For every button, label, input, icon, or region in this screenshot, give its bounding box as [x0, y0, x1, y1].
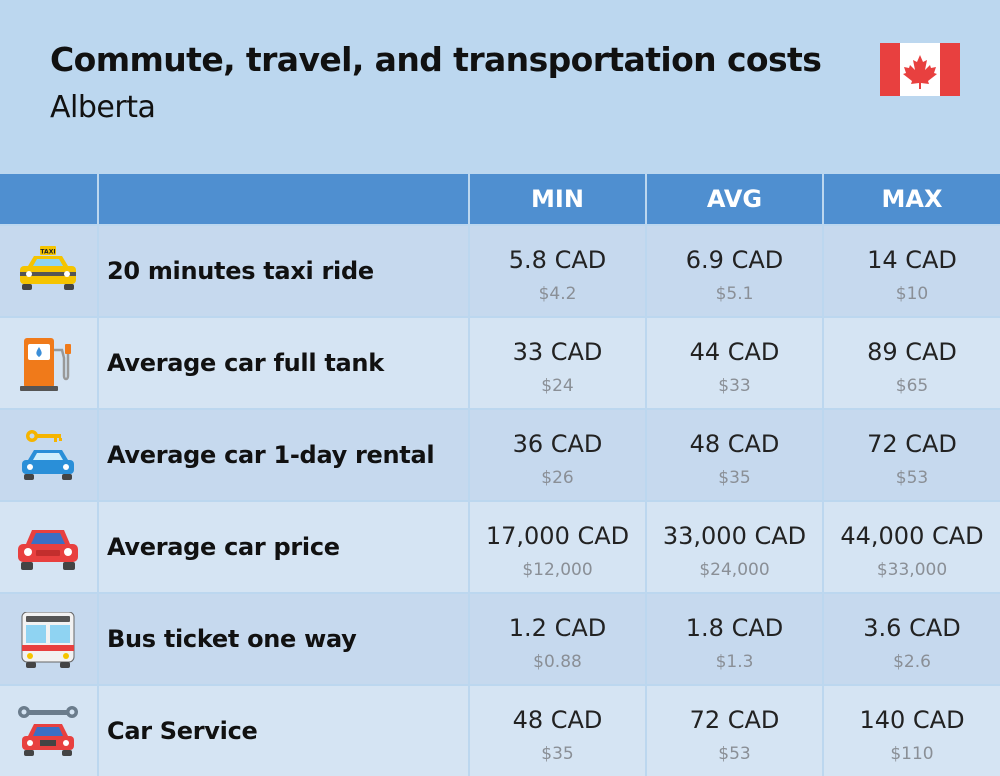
car-rental-key-icon [22, 430, 74, 480]
header-icon-cell [0, 174, 97, 224]
fuel-pump-icon [20, 338, 71, 391]
avg-value: 33,000 CAD [662, 522, 807, 550]
avg-value: 48 CAD [689, 430, 780, 458]
min-usd: $4.2 [538, 284, 577, 304]
min-value: 5.8 CAD [508, 246, 607, 274]
row-icon-cell [0, 686, 97, 776]
red-car-icon [18, 530, 78, 570]
max-cell: 14 CAD $10 [824, 226, 1000, 316]
min-value: 33 CAD [512, 338, 603, 366]
row-icon-cell: TAXI [0, 226, 97, 316]
avg-usd: $1.3 [715, 652, 754, 672]
page-title: Commute, travel, and transportation cost… [50, 40, 822, 79]
avg-cell: 33,000 CAD $24,000 [647, 502, 822, 592]
max-usd: $110 [890, 744, 934, 764]
min-usd: $35 [541, 744, 574, 764]
max-cell: 140 CAD $110 [824, 686, 1000, 776]
avg-cell: 6.9 CAD $5.1 [647, 226, 822, 316]
min-cell: 33 CAD $24 [470, 318, 645, 408]
column-header-min-label: MIN [531, 185, 584, 213]
avg-usd: $53 [718, 744, 751, 764]
table-row: Car Service 48 CAD $35 72 CAD $53 140 CA… [0, 686, 1000, 776]
column-header-max: MAX [824, 174, 1000, 224]
max-usd: $53 [895, 468, 929, 488]
min-cell: 36 CAD $26 [470, 410, 645, 500]
region-subtitle: Alberta [50, 90, 156, 125]
car-service-wrench-icon [18, 706, 78, 756]
row-label-cell: 20 minutes taxi ride [99, 226, 468, 316]
max-value: 44,000 CAD [840, 522, 984, 550]
max-value: 3.6 CAD [863, 614, 961, 642]
page-header: Commute, travel, and transportation cost… [0, 0, 1000, 172]
header-label-cell [99, 174, 468, 224]
row-icon-cell [0, 410, 97, 500]
avg-usd: $24,000 [699, 560, 770, 580]
canada-flag-icon [880, 43, 960, 96]
avg-value: 72 CAD [689, 706, 780, 734]
row-label: 20 minutes taxi ride [107, 257, 374, 285]
max-value: 14 CAD [867, 246, 957, 274]
column-header-max-label: MAX [881, 185, 943, 213]
row-label-cell: Average car full tank [99, 318, 468, 408]
max-value: 89 CAD [867, 338, 957, 366]
taxi-icon: TAXI [20, 246, 76, 290]
avg-usd: $5.1 [715, 284, 754, 304]
avg-cell: 48 CAD $35 [647, 410, 822, 500]
row-label-cell: Average car price [99, 502, 468, 592]
row-icon-cell [0, 318, 97, 408]
svg-text:TAXI: TAXI [40, 249, 55, 256]
avg-value: 1.8 CAD [685, 614, 784, 642]
table-row: Average car full tank 33 CAD $24 44 CAD … [0, 318, 1000, 408]
max-usd: $10 [895, 284, 929, 304]
max-usd: $65 [895, 376, 929, 396]
table-row: Average car 1-day rental 36 CAD $26 48 C… [0, 410, 1000, 500]
min-cell: 17,000 CAD $12,000 [470, 502, 645, 592]
max-value: 72 CAD [867, 430, 957, 458]
min-usd: $26 [541, 468, 574, 488]
max-cell: 44,000 CAD $33,000 [824, 502, 1000, 592]
row-label: Bus ticket one way [107, 625, 357, 653]
bus-icon [21, 612, 75, 668]
row-label: Average car full tank [107, 349, 384, 377]
avg-usd: $33 [718, 376, 751, 396]
row-label: Average car price [107, 533, 340, 561]
row-label: Car Service [107, 717, 258, 745]
avg-cell: 1.8 CAD $1.3 [647, 594, 822, 684]
min-usd: $0.88 [533, 652, 582, 672]
min-value: 48 CAD [512, 706, 603, 734]
avg-usd: $35 [718, 468, 751, 488]
row-label: Average car 1-day rental [107, 441, 435, 469]
row-label-cell: Average car 1-day rental [99, 410, 468, 500]
min-usd: $12,000 [522, 560, 593, 580]
min-cell: 1.2 CAD $0.88 [470, 594, 645, 684]
column-header-min: MIN [470, 174, 645, 224]
max-cell: 89 CAD $65 [824, 318, 1000, 408]
max-cell: 72 CAD $53 [824, 410, 1000, 500]
avg-value: 44 CAD [689, 338, 780, 366]
min-value: 36 CAD [512, 430, 603, 458]
column-header-avg-label: AVG [706, 185, 763, 213]
table-row: Bus ticket one way 1.2 CAD $0.88 1.8 CAD… [0, 594, 1000, 684]
min-usd: $24 [541, 376, 574, 396]
max-usd: $2.6 [893, 652, 931, 672]
table-row: Average car price 17,000 CAD $12,000 33,… [0, 502, 1000, 592]
avg-value: 6.9 CAD [685, 246, 784, 274]
max-cell: 3.6 CAD $2.6 [824, 594, 1000, 684]
min-value: 17,000 CAD [485, 522, 630, 550]
min-value: 1.2 CAD [508, 614, 607, 642]
table-header-row: MIN AVG MAX [0, 174, 1000, 224]
column-header-avg: AVG [647, 174, 822, 224]
min-cell: 5.8 CAD $4.2 [470, 226, 645, 316]
max-value: 140 CAD [859, 706, 965, 734]
row-label-cell: Car Service [99, 686, 468, 776]
row-icon-cell [0, 502, 97, 592]
row-icon-cell [0, 594, 97, 684]
min-cell: 48 CAD $35 [470, 686, 645, 776]
avg-cell: 72 CAD $53 [647, 686, 822, 776]
avg-cell: 44 CAD $33 [647, 318, 822, 408]
table-row: TAXI 20 minutes taxi ride 5.8 CAD $4.2 6… [0, 226, 1000, 316]
max-usd: $33,000 [876, 560, 948, 580]
row-label-cell: Bus ticket one way [99, 594, 468, 684]
